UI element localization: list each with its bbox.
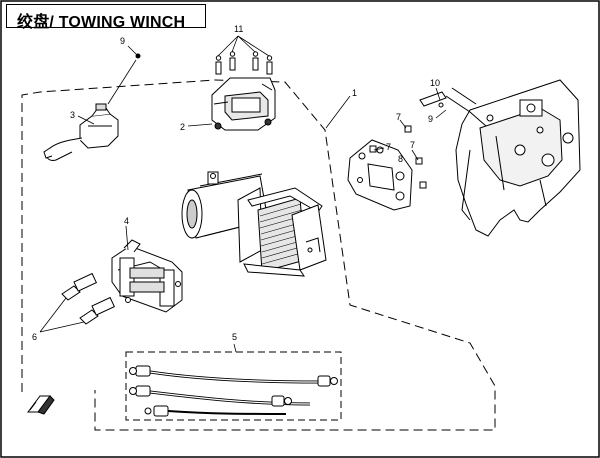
- callout-11: 11: [234, 24, 243, 34]
- callout-9-top: 9: [120, 36, 125, 46]
- leader-lines: [39, 35, 447, 353]
- mounting-bracket-plate: [347, 139, 413, 211]
- title-box: 绞盘/ TOWING WINCH: [6, 4, 206, 31]
- roller-fairlead: [111, 239, 183, 313]
- vehicle-frame: [445, 79, 581, 237]
- mounting-bolts: [61, 272, 116, 325]
- callout-10: 10: [430, 78, 440, 88]
- callout-4: 4: [124, 216, 129, 226]
- callout-7-top: 7: [396, 112, 401, 122]
- callout-1: 1: [352, 88, 357, 98]
- callout-5: 5: [232, 332, 237, 342]
- callout-9-right: 9: [428, 114, 433, 124]
- callout-8: 8: [398, 154, 403, 164]
- contactor-relay: [211, 51, 276, 131]
- remote-control-handset: [43, 103, 119, 161]
- diagram-title: 绞盘/ TOWING WINCH: [17, 14, 186, 31]
- nuts-item-7: [369, 125, 427, 189]
- callout-7-left: 7: [386, 142, 391, 152]
- cable-kit-dashed-box: [125, 351, 342, 421]
- callout-2: 2: [180, 122, 185, 132]
- power-cables: [129, 365, 338, 417]
- winch-unit: [181, 171, 327, 277]
- callout-7-right: 7: [410, 140, 415, 150]
- callout-6: 6: [32, 332, 37, 342]
- front-direction-icon: [27, 395, 55, 415]
- callout-3: 3: [70, 110, 75, 120]
- clip-and-screws: [135, 53, 447, 108]
- assembly-dashed-outline: [21, 79, 496, 431]
